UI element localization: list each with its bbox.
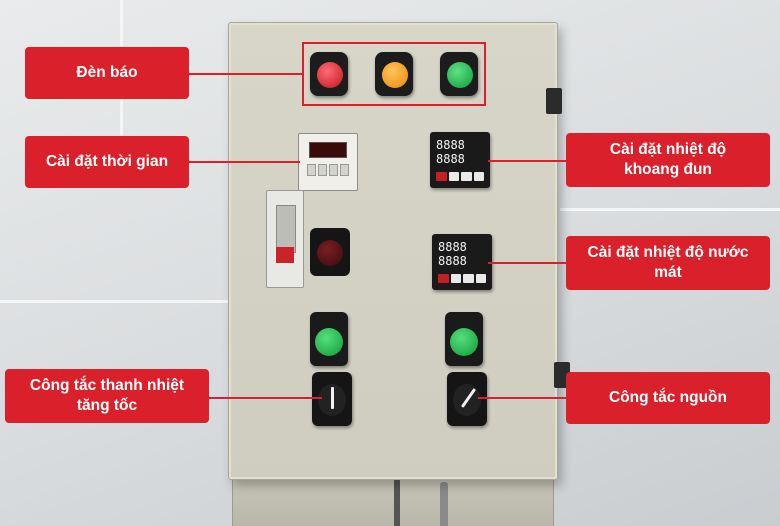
floor-tile-seam	[560, 208, 780, 211]
controller-display-top: 8888	[436, 138, 465, 152]
leader-line	[488, 160, 566, 162]
time-setting-label: Cài đặt thời gian	[25, 136, 189, 188]
green-push-button-right	[445, 312, 483, 366]
leader-line	[208, 397, 322, 399]
leader-line	[478, 397, 566, 399]
leader-line	[188, 73, 302, 75]
red-indicator-light	[310, 52, 348, 96]
controller-display-top: 8888	[438, 240, 467, 254]
timer-relay	[298, 133, 358, 191]
power-switch-label: Công tắc nguồn	[566, 372, 770, 424]
green-push-button-left	[310, 312, 348, 366]
cooling-water-temperature-controller: 8888 8888	[432, 234, 492, 290]
cooling-water-temperature-label: Cài đặt nhiệt độ nước mát	[566, 236, 770, 290]
orange-indicator-light	[375, 52, 413, 96]
indicator-lights-label: Đèn báo	[25, 47, 189, 99]
indicator-lights-highlight	[302, 42, 486, 106]
heater-boost-selector-switch	[312, 372, 352, 426]
green-indicator-light	[440, 52, 478, 96]
boiler-temperature-controller: 8888 8888	[430, 132, 490, 188]
power-selector-switch	[447, 372, 487, 426]
buzzer	[310, 228, 350, 276]
leader-line	[488, 262, 566, 264]
cable	[394, 478, 400, 526]
cable	[440, 482, 448, 526]
leader-line	[188, 161, 300, 163]
controller-display-bottom: 8888	[436, 152, 465, 166]
circuit-breaker	[266, 190, 304, 288]
boiler-temperature-label: Cài đặt nhiệt độ khoang đun	[566, 133, 770, 187]
controller-display-bottom: 8888	[438, 254, 467, 268]
panel-latch	[546, 88, 562, 114]
heater-boost-switch-label: Công tắc thanh nhiệt tăng tốc	[5, 369, 209, 423]
floor-tile-seam	[0, 300, 230, 303]
panel-bottom-edge	[232, 474, 554, 526]
